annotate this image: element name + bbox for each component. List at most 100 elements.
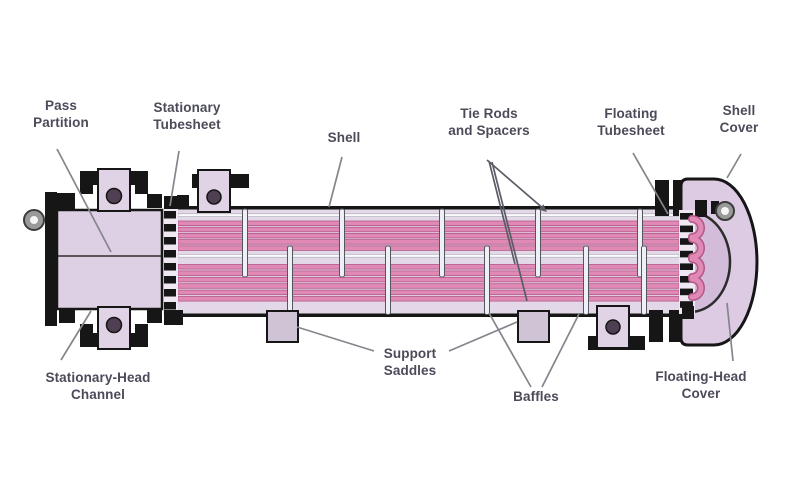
floating-head-bolt [711,201,719,214]
channel-top-nozzle-flange [80,185,93,194]
tubesheet-tooth [164,263,176,271]
bolt-hole [721,207,729,215]
label-tie-rods-and-spacers: Tie Rods and Spacers [448,106,530,138]
shell-top-wall [176,206,682,210]
stationary-head-channel [23,168,164,350]
baffle [339,208,345,278]
channel-bottom-nozzle-flange [135,324,148,333]
tubesheet-flange-block [682,306,694,319]
tube-u-bend [689,276,704,300]
tubesheet-tooth [164,250,176,258]
leader-shell-cover [726,153,742,179]
nozzle-bolt-icon [105,316,123,334]
tubesheet-tooth [680,263,693,270]
channel-cover [45,192,57,326]
label-baffles: Baffles [513,389,559,404]
leader-stationary-head-channel [60,310,92,361]
stationary-tubesheet [163,195,189,325]
leader-stationary-tubesheet [169,150,180,207]
tube-u-bend [689,216,704,240]
floating-end [649,177,759,347]
tube [177,220,680,226]
baffles [242,208,647,315]
channel-body [55,208,164,311]
floating-head-bolt [695,200,707,217]
leader-tie-rods [491,161,528,302]
tubesheet-tooth [680,225,693,233]
leader-baffle-right [541,313,580,388]
baffle [385,245,391,315]
channel-bottom-nozzle-flange [80,324,93,333]
label-pass-partition: Pass Partition [33,98,89,130]
tubesheet-tooth [164,237,176,245]
leader-baffle-left [488,312,532,388]
channel-flange-block [147,309,162,323]
support-saddle-left [266,310,299,343]
shell-flange-bolt [655,180,669,216]
tube [177,296,680,302]
eyebolt-hole [30,216,38,224]
tubesheet-tooth [164,289,176,297]
support-saddle-right [517,310,550,343]
leader-arrowhead-icon [538,204,547,212]
label-stationary-head-channel: Stationary-Head Channel [45,370,151,402]
label-support-saddles: Support Saddles [383,346,437,378]
tube [177,226,680,233]
tube [177,245,680,251]
baffle [535,208,541,278]
tubesheet-tooth [680,301,693,308]
tube [177,264,680,270]
baffle [484,245,490,315]
baffle [287,245,293,315]
tubesheet-tooth [680,250,693,258]
label-shell-cover: Shell Cover [719,103,759,135]
tie-rod [177,254,680,258]
shell-flange-bolt [669,310,681,342]
tube [177,232,680,239]
leader-floating-head-cover [726,302,734,362]
leader-pass-partition [56,148,112,253]
leader-shell [328,156,343,208]
tubesheet-strip [163,207,178,315]
tube-u-bend [689,236,704,260]
shell-flange-block [177,195,189,208]
tubesheet-tooth [164,224,176,232]
label-floating-head-cover: Floating-Head Cover [655,369,747,401]
tubesheet-tooth [680,213,693,220]
tubesheet-tooth [680,238,693,245]
tube [177,239,680,245]
tube [177,276,680,283]
shell-bottom-wall [176,313,682,317]
nozzle-bolt-icon [105,187,123,205]
tubesheet-tooth [680,288,693,296]
tube [177,270,680,276]
shell-nozzles [192,169,645,350]
tubesheet-tooth [164,276,176,284]
tubesheet-flange-block [164,310,183,325]
tube-u-bend [689,256,704,280]
leader-support-saddle-right [448,321,518,352]
tube [177,289,680,296]
baffle [242,208,248,278]
leader-floating-tubesheet [632,152,669,215]
tubesheet-tooth [164,211,176,219]
label-stationary-tubesheet: Stationary Tubesheet [153,100,221,132]
leader-tie-rods [488,160,516,265]
nozzle-bolt-icon [206,189,222,205]
baffle [641,245,647,315]
channel-top-nozzle-flange [135,185,148,194]
label-floating-tubesheet: Floating Tubesheet [597,106,665,138]
leader-lines [56,148,742,388]
tube [177,283,680,289]
label-shell: Shell [327,130,361,145]
baffle [439,208,445,278]
nozzle-bolt-icon [605,319,621,335]
leader-support-saddle-left [296,326,375,352]
baffle [583,245,589,315]
channel-flange-block [147,194,162,208]
shell-flange-bolt [649,310,663,342]
tubesheet-tooth [164,302,176,310]
tubesheet-tooth [680,276,693,283]
